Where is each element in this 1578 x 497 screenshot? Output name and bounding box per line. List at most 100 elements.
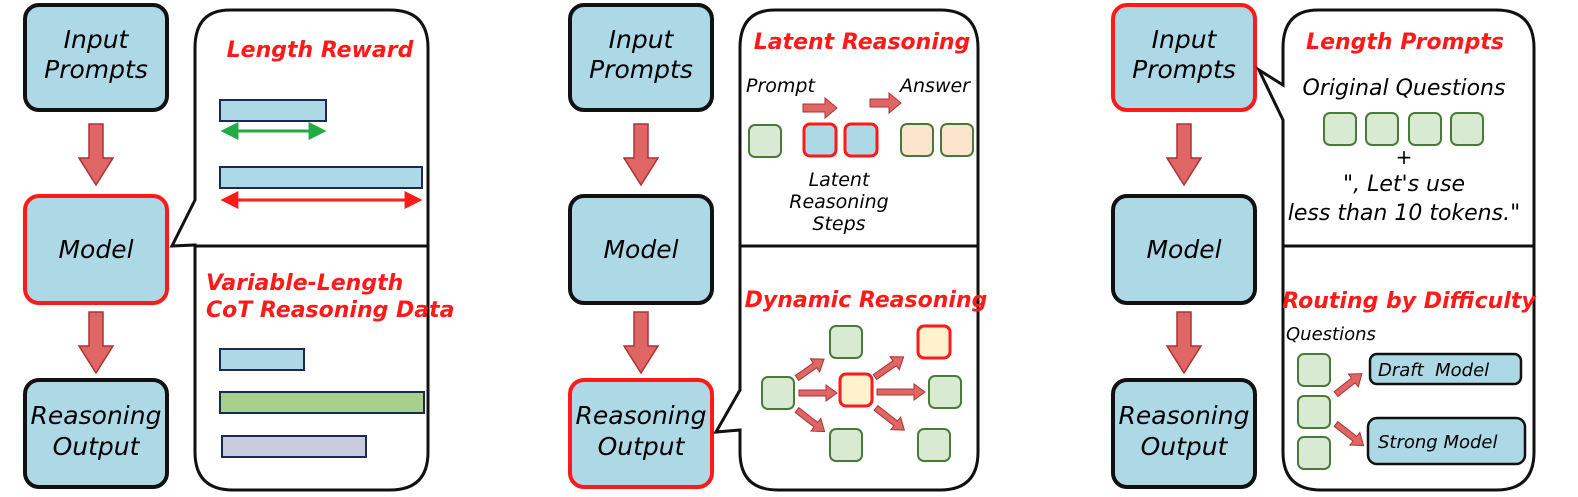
input-prompts-box [1111, 3, 1257, 112]
text-line: CoT Reasoning Data [206, 298, 455, 323]
arrow-icon [1333, 373, 1363, 398]
node [829, 428, 863, 462]
text-line: ", Let's use [1343, 172, 1465, 197]
latent-reasoning-title: Latent Reasoning [754, 30, 971, 55]
model-box [568, 194, 714, 305]
arrow-icon [1333, 420, 1365, 447]
text-line: Latent [809, 169, 871, 191]
model-label: Model [1146, 235, 1221, 264]
input-prompts-box [23, 3, 169, 112]
question-token [1323, 112, 1357, 146]
arrow-icon [794, 358, 825, 382]
answer-label: Answer [898, 75, 971, 97]
long-bar [219, 166, 423, 189]
routing-title: Routing by Difficulty [1282, 289, 1537, 314]
reasoning-output-box [568, 378, 714, 489]
node [829, 325, 863, 359]
data-bar-grey [221, 435, 367, 458]
text-line: Output [598, 432, 686, 461]
tree-arrows [794, 356, 926, 433]
short-bar [219, 99, 327, 122]
question-token [1365, 112, 1399, 146]
data-bar-green [219, 391, 425, 414]
root-node [761, 376, 795, 410]
text-line: Prompts [1132, 55, 1236, 84]
arrow-icon [873, 404, 906, 431]
text-line: Prompts [589, 55, 693, 84]
question-token [1408, 112, 1442, 146]
questions-small-label: Questions [1286, 324, 1376, 345]
question-node [1297, 436, 1331, 470]
down-arrow-icon [622, 123, 660, 187]
down-arrow-icon [77, 123, 115, 187]
right-arrow-icon [802, 96, 838, 120]
strong-model-box [1366, 416, 1527, 466]
text-line: Reasoning [576, 401, 707, 430]
length-prompt-text: ", Let's use less than 10 tokens." [1288, 172, 1520, 226]
answer-token [940, 123, 974, 157]
latent-token [843, 122, 879, 158]
prompt-label: Prompt [746, 75, 816, 97]
text-line: Reasoning [1119, 401, 1250, 430]
arrow-icon [794, 406, 826, 433]
text-line: Prompts [44, 55, 148, 84]
down-arrow-icon [622, 311, 660, 375]
original-questions-label: Original Questions [1303, 76, 1506, 101]
model-label: Model [58, 235, 133, 264]
model-box [23, 194, 169, 305]
answer-token [900, 123, 934, 157]
text-line: Steps [812, 213, 865, 235]
data-bar-blue [219, 348, 305, 371]
question-node [1297, 353, 1331, 387]
down-arrow-icon [1165, 123, 1203, 187]
down-arrow-icon [77, 311, 115, 375]
reasoning-output-box [1111, 378, 1257, 489]
draft-model-label: Draft Model [1378, 360, 1489, 381]
text-line: Input [609, 25, 675, 54]
down-arrow-icon [1165, 311, 1203, 375]
draft-model-box [1368, 352, 1523, 386]
right-arrow-icon [869, 91, 902, 115]
text-line: less than 10 tokens." [1288, 201, 1520, 226]
text-line: Input [1152, 25, 1218, 54]
selected-node [838, 372, 874, 408]
arrow-icon [798, 384, 838, 402]
plus-label: + [1396, 145, 1413, 169]
text-line: Variable-Length [206, 271, 403, 296]
prompt-token [748, 124, 782, 158]
text-line: Input [64, 25, 130, 54]
question-token [1450, 112, 1484, 146]
text-line: Output [53, 432, 141, 461]
selected-node [916, 324, 952, 360]
length-prompts-title: Length Prompts [1306, 30, 1504, 55]
question-node [1297, 395, 1331, 429]
latent-token [802, 122, 838, 158]
text-line: Output [1141, 432, 1229, 461]
arrow-icon [872, 356, 905, 381]
text-line: Reasoning [31, 401, 162, 430]
input-prompts-box [568, 3, 714, 112]
callout-panel-1 [169, 8, 430, 492]
arrow-icon [876, 383, 926, 401]
strong-model-label: Strong Model [1378, 432, 1498, 453]
node [928, 375, 962, 409]
node [917, 428, 951, 462]
text-line: Reasoning [789, 191, 888, 213]
length-reward-title: Length Reward [227, 38, 414, 63]
dynamic-reasoning-title: Dynamic Reasoning [745, 288, 988, 313]
